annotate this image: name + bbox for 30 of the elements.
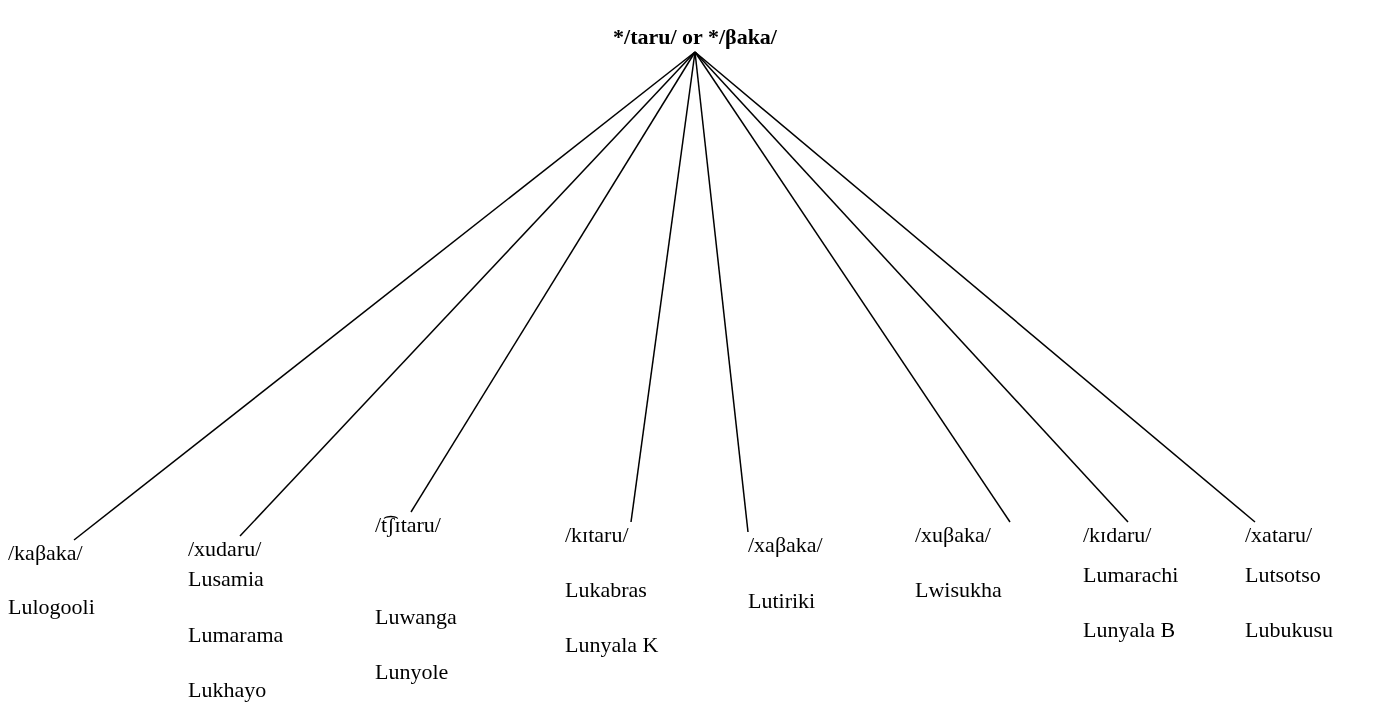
reflex-form-label: /kɪtaru/ xyxy=(565,522,629,548)
tree-branch-line xyxy=(694,51,749,533)
language-name: Lusamia xyxy=(188,566,264,592)
reflex-form-label: /xaβaka/ xyxy=(748,532,823,558)
language-name: Lulogooli xyxy=(8,594,95,620)
language-name: Lumarachi xyxy=(1083,562,1179,588)
tree-branch-line xyxy=(694,51,1256,523)
language-name: Luwanga xyxy=(375,604,457,630)
language-name: Lunyole xyxy=(375,659,449,685)
language-name: Lukabras xyxy=(565,577,647,603)
root-form-label: */taru/ or */βaka/ xyxy=(595,24,795,50)
tree-branch-line xyxy=(73,51,696,541)
language-name: Lubukusu xyxy=(1245,617,1333,643)
reflex-form-label: /t͡ʃɪtaru/ xyxy=(375,512,441,538)
tree-branch-line xyxy=(239,51,696,537)
language-name: Lunyala B xyxy=(1083,617,1176,643)
reflex-form-label: /xudaru/ xyxy=(188,536,262,562)
language-name: Lwisukha xyxy=(915,577,1002,603)
language-name: Lutiriki xyxy=(748,588,816,614)
language-name: Lumarama xyxy=(188,622,284,648)
reflex-form-label: /xataru/ xyxy=(1245,522,1313,548)
language-name: Lukhayo xyxy=(188,677,267,703)
language-name: Lunyala K xyxy=(565,632,659,658)
reflex-form-label: /xuβaka/ xyxy=(915,522,991,548)
reflex-form-label: /kɪdaru/ xyxy=(1083,522,1152,548)
tree-branch-line xyxy=(694,51,1129,523)
tree-branch-line xyxy=(630,51,696,523)
tree-branch-line xyxy=(410,51,696,513)
language-name: Lutsotso xyxy=(1245,562,1321,588)
reflex-form-label: /kaβaka/ xyxy=(8,540,83,566)
